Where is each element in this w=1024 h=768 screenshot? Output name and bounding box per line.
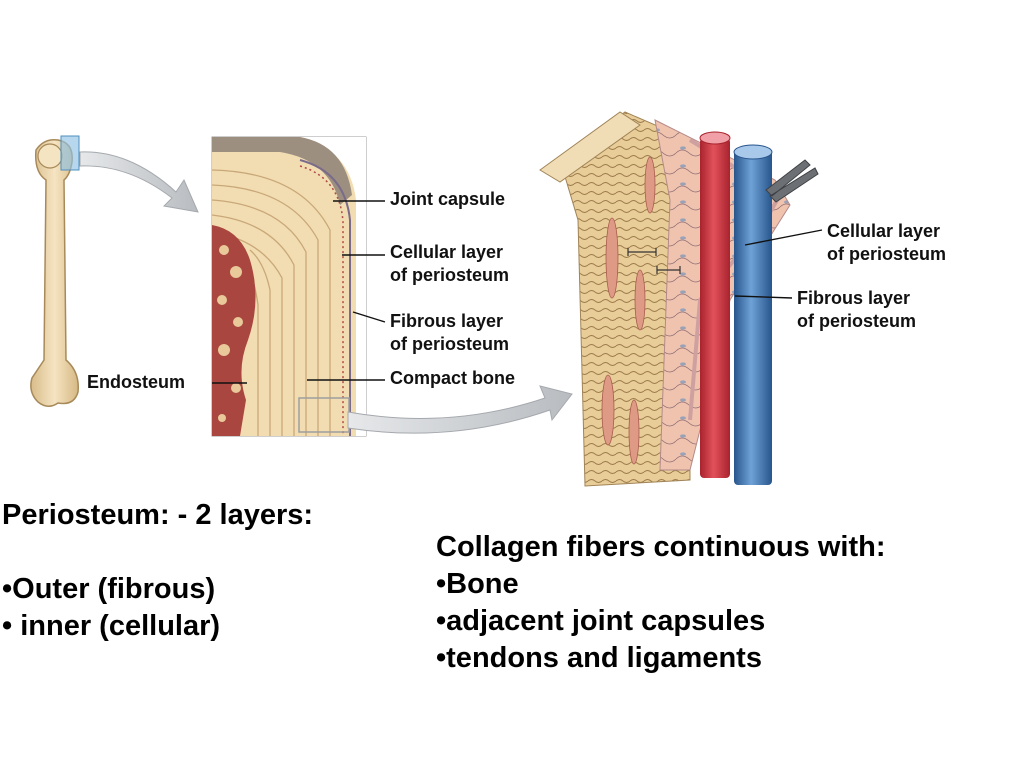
highlight-box — [60, 135, 80, 171]
label-fibrous-layer-right-line2: of periosteum — [797, 311, 917, 331]
label-cellular-layer-right-line2: of periosteum — [827, 244, 947, 264]
list-item-outer: •Outer (fibrous) — [2, 573, 216, 605]
list-item-bone: •Bone — [436, 568, 519, 600]
bone-cross-section-panel — [211, 136, 367, 437]
label-cellular-layer-right-line1: Cellular layer — [827, 221, 941, 241]
label-joint-capsule: Joint capsule — [390, 189, 506, 209]
collagen-heading: Collagen fibers continuous with: — [436, 531, 886, 563]
label-cellular-layer-left-line2: of periosteum — [390, 265, 510, 285]
collagen-summary: Collagen fibers continuous with: •Bone •… — [436, 529, 886, 677]
label-cellular-layer-left-line1: Cellular layer — [390, 242, 504, 262]
label-fibrous-layer-left-line2: of periosteum — [390, 334, 510, 354]
vein — [734, 150, 772, 485]
label-cellular-layer-right: Cellular layer of periosteum — [827, 220, 946, 266]
humerus-bone — [30, 138, 79, 407]
list-item-inner: • inner (cellular) — [2, 610, 221, 642]
list-item-joint-capsules: •adjacent joint capsules — [436, 605, 766, 637]
label-cellular-layer-left: Cellular layer of periosteum — [390, 241, 509, 287]
label-fibrous-layer-right-line1: Fibrous layer — [797, 288, 911, 308]
zoom-arrow-2 — [347, 385, 573, 434]
label-compact-bone: Compact bone — [390, 368, 516, 388]
artery — [700, 138, 730, 478]
forceps — [765, 159, 819, 203]
periosteum-heading: Periosteum: - 2 layers: — [2, 499, 314, 531]
periosteum-3d-block — [539, 111, 819, 487]
zoom-arrow-1 — [79, 151, 199, 213]
spacer — [2, 534, 313, 571]
leader-lines — [212, 200, 823, 384]
label-fibrous-layer-left-line1: Fibrous layer — [390, 311, 504, 331]
label-fibrous-layer-right: Fibrous layer of periosteum — [797, 287, 916, 333]
periosteum-summary: Periosteum: - 2 layers: •Outer (fibrous)… — [2, 497, 313, 645]
list-item-tendons-ligaments: •tendons and ligaments — [436, 642, 762, 674]
label-fibrous-layer-left: Fibrous layer of periosteum — [390, 310, 509, 356]
label-endosteum: Endosteum — [87, 372, 186, 392]
